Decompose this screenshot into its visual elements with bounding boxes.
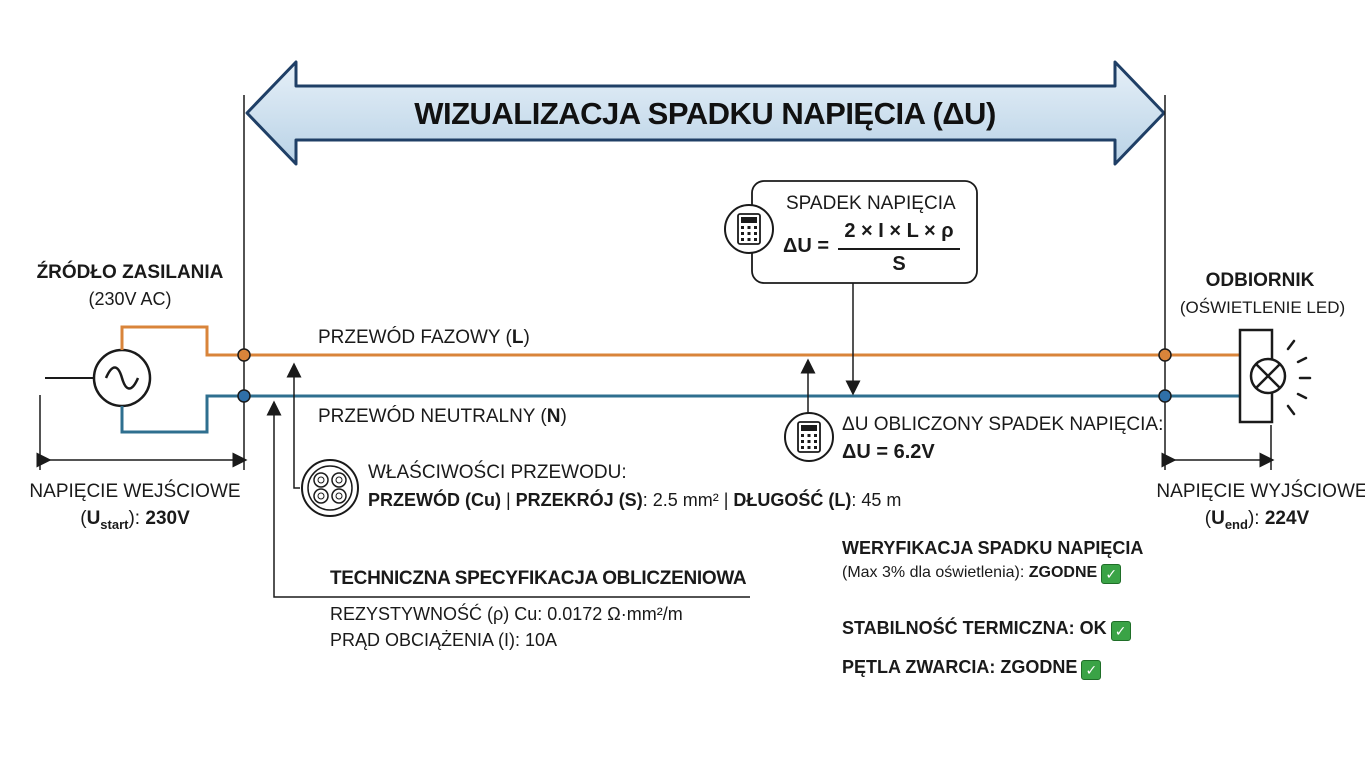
output-voltage-value: 224V xyxy=(1264,508,1310,529)
output-voltage-label: NAPIĘCIE WYJŚCIOWE xyxy=(1156,481,1365,502)
phase-terminal-right xyxy=(1158,348,1172,362)
drop-check-detail-text: (Max 3% dla oświetlenia): xyxy=(842,564,1029,581)
formula-lhs: ΔU = xyxy=(783,235,830,257)
wire-section-label: PRZEKRÓJ (S) xyxy=(515,490,643,510)
wire-props-details: PRZEWÓD (Cu) | PRZEKRÓJ (S): 2.5 mm² | D… xyxy=(368,490,901,511)
wire-length-value: : 45 m xyxy=(851,490,902,510)
output-voltage-symbol: U xyxy=(1211,508,1225,529)
input-voltage-symbol: U xyxy=(86,508,101,529)
wire-props-label: WŁAŚCIWOŚCI PRZEWODU: xyxy=(368,462,627,483)
thermal-check-text: STABILNOŚĆ TERMICZNA: OK xyxy=(842,618,1107,638)
calculated-drop-value: ΔU = 6.2V xyxy=(842,441,935,463)
wire-length-label: DŁUGOŚĆ (L) xyxy=(733,490,852,510)
input-voltage-value: 230V xyxy=(145,508,190,529)
output-voltage-value-line: (Uend): 224V xyxy=(1204,508,1310,532)
phase-wire-letter: L xyxy=(511,327,524,348)
spec-pointer xyxy=(266,400,750,598)
calculator-icon xyxy=(784,412,834,462)
title-double-arrow xyxy=(245,60,1166,166)
thermal-check: STABILNOŚĆ TERMICZNA: OK✓ xyxy=(842,618,1131,641)
wire-props-separator: | xyxy=(500,490,516,510)
formula-label: SPADEK NAPIĘCIA xyxy=(786,193,956,214)
neutral-terminal-right xyxy=(1158,389,1172,403)
checkmark-icon: ✓ xyxy=(1110,621,1131,641)
formula-numerator: 2 × I × L × ρ xyxy=(844,220,954,242)
wire-conductor: PRZEWÓD (Cu) xyxy=(368,490,501,510)
wire-props-pointer xyxy=(286,362,302,489)
drop-check-result: ZGODNE xyxy=(1028,564,1098,581)
page-title: WIZUALIZACJA SPADKU NAPIĘCIA (ΔU) xyxy=(414,96,996,131)
wire-section-value: : 2.5 mm² xyxy=(642,490,719,510)
checkmark-icon: ✓ xyxy=(1081,660,1102,680)
source-title: ŹRÓDŁO ZASILANIA xyxy=(36,262,224,283)
input-voltage-label: NAPIĘCIE WEJŚCIOWE xyxy=(29,481,241,502)
light-rays-icon xyxy=(1286,339,1312,416)
phase-wire-label-text: PRZEWÓD FAZOWY ( xyxy=(318,327,512,348)
neutral-wire-label: PRZEWÓD NEUTRALNY (N) xyxy=(318,406,567,428)
neutral-wire-letter: N xyxy=(546,406,561,427)
output-voltage-subscript: end xyxy=(1224,516,1248,532)
phase-terminal-left xyxy=(237,348,251,362)
drop-check-title: WERYFIKACJA SPADKU NAPIĘCIA xyxy=(842,538,1144,558)
source-subtitle: (230V AC) xyxy=(88,289,172,309)
calculator-icon xyxy=(724,204,774,254)
wire-props-separator: | xyxy=(718,490,734,510)
phase-wire xyxy=(120,325,1240,357)
checkmark-icon: ✓ xyxy=(1101,564,1122,584)
input-voltage-value-line: (Ustart): 230V xyxy=(80,508,190,532)
neutral-wire-label-text: PRZEWÓD NEUTRALNY ( xyxy=(318,406,547,427)
neutral-terminal-left xyxy=(237,389,251,403)
sine-wave-icon xyxy=(104,366,140,390)
phase-wire-label-close: ) xyxy=(523,327,530,348)
formula-denominator: S xyxy=(892,253,906,275)
spec-resistivity: REZYSTYWNOŚĆ (ρ) Cu: 0.0172 Ω·mm²/m xyxy=(330,604,683,624)
neutral-wire-label-close: ) xyxy=(560,406,567,427)
phase-wire-label: PRZEWÓD FAZOWY (L) xyxy=(318,327,530,349)
load-subtitle: (OŚWIETLENIE LED) xyxy=(1179,298,1346,317)
spec-title: TECHNICZNA SPECYFIKACJA OBLICZENIOWA xyxy=(330,568,747,589)
neutral-wire xyxy=(120,394,1240,434)
calculated-drop-label: ΔU OBLICZONY SPADEK NAPIĘCIA: xyxy=(842,414,1164,435)
loop-check-text: PĘTLA ZWARCIA: ZGODNE xyxy=(842,657,1078,677)
cable-cross-section-icon xyxy=(301,459,359,517)
loop-check: PĘTLA ZWARCIA: ZGODNE✓ xyxy=(842,657,1102,680)
input-voltage-subscript: start xyxy=(100,516,129,532)
load-title: ODBIORNIK xyxy=(1205,270,1315,291)
spec-current: PRĄD OBCIĄŻENIA (I): 10A xyxy=(330,630,558,650)
drop-check-detail: (Max 3% dla oświetlenia): ZGODNE✓ xyxy=(842,564,1122,584)
